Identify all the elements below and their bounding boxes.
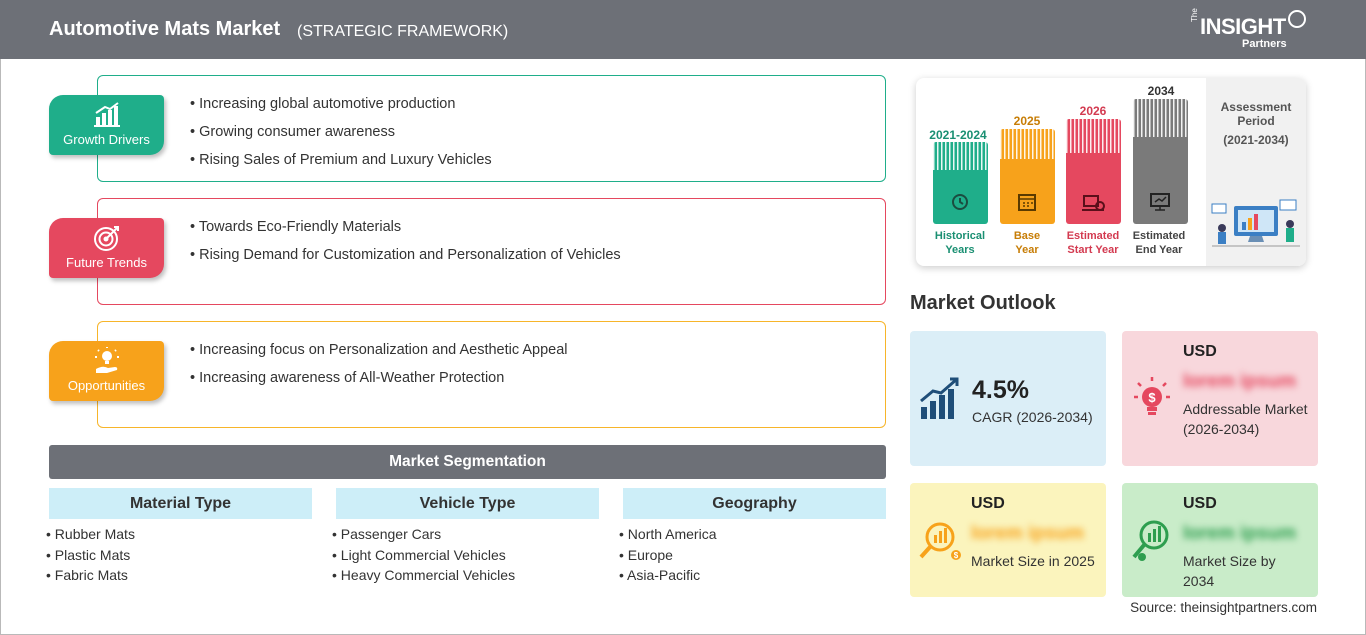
- lightbulb-dollar-icon: $: [1132, 375, 1178, 421]
- opportunities-box: Increasing focus on Personalization and …: [97, 321, 886, 428]
- calendar-icon: [1014, 192, 1040, 212]
- insight-partners-logo: The INSIGHT Partners: [1190, 8, 1310, 54]
- svg-text:$: $: [954, 551, 959, 560]
- list-item: Rubber Mats: [46, 526, 312, 547]
- opportunities-list: Increasing focus on Personalization and …: [190, 342, 568, 398]
- list-item: Asia-Pacific: [619, 567, 886, 588]
- end-year-bar: [1133, 99, 1188, 224]
- market-segmentation-bar: Market Segmentation: [49, 445, 886, 479]
- list-item: Increasing awareness of All-Weather Prot…: [190, 370, 568, 398]
- addressable-market-card: $ USD lorem ipsum Addressable Market (20…: [1122, 331, 1318, 466]
- cagr-card: 4.5% CAGR (2026-2034): [910, 331, 1106, 466]
- card-description: Addressable Market (2026-2034): [1183, 401, 1308, 437]
- logo-brand: INSIGHT: [1200, 14, 1286, 39]
- source-note: Source: theinsightpartners.com: [1130, 600, 1317, 615]
- base-year-bar: [1000, 129, 1055, 224]
- usd-label: USD: [1183, 343, 1217, 360]
- historical-bar: [933, 142, 988, 224]
- lightbulb-hand-icon: [49, 347, 164, 380]
- logo-ring-icon: [1288, 10, 1306, 28]
- segment-header: Material Type: [49, 488, 312, 519]
- logo-the: The: [1190, 8, 1199, 22]
- list-item: Towards Eco-Friendly Materials: [190, 219, 621, 247]
- list-item: Passenger Cars: [332, 526, 599, 547]
- market-size-2034-card: USD lorem ipsum Market Size by 2034: [1122, 483, 1318, 597]
- list-item: Europe: [619, 547, 886, 568]
- list-item: Heavy Commercial Vehicles: [332, 567, 599, 588]
- market-size-2025-card: $ USD lorem ipsum Market Size in 2025: [910, 483, 1106, 597]
- growth-chart-icon: [49, 101, 164, 132]
- list-item: Rising Sales of Premium and Luxury Vehic…: [190, 152, 492, 180]
- page-subtitle: (STRATEGIC FRAMEWORK): [297, 23, 509, 40]
- blurred-value: lorem ipsum: [971, 523, 1084, 544]
- usd-label: USD: [971, 495, 1005, 512]
- list-item: Fabric Mats: [46, 567, 312, 588]
- growth-drivers-badge: Growth Drivers: [49, 95, 164, 155]
- segment-list: Passenger Cars Light Commercial Vehicles…: [332, 526, 599, 588]
- timeline-year: 2026: [1079, 104, 1107, 118]
- segment-header: Geography: [623, 488, 886, 519]
- card-description: Market Size by 2034: [1183, 553, 1276, 589]
- future-trends-badge: Future Trends: [49, 218, 164, 278]
- start-icon: [1080, 192, 1106, 212]
- logo-partners: Partners: [1242, 38, 1287, 50]
- timeline-year: 2021-2024: [929, 128, 987, 142]
- card-description: Market Size in 2025: [971, 553, 1095, 569]
- list-item: Increasing global automotive production: [190, 96, 492, 124]
- segment-list: Rubber Mats Plastic Mats Fabric Mats: [46, 526, 312, 588]
- future-trends-box: Towards Eco-Friendly Materials Rising De…: [97, 198, 886, 305]
- page-title: Automotive Mats Market: [49, 18, 281, 40]
- target-icon: [49, 224, 164, 257]
- opportunities-badge: Opportunities: [49, 341, 164, 401]
- cagr-value: 4.5%: [972, 376, 1029, 404]
- svg-text:$: $: [1148, 390, 1156, 405]
- growth-bar-chart-icon: [919, 377, 961, 426]
- header-bar: Automotive Mats Market (STRATEGIC FRAMEW…: [0, 0, 1366, 59]
- growth-drivers-list: Increasing global automotive production …: [190, 96, 492, 180]
- future-trends-list: Towards Eco-Friendly Materials Rising De…: [190, 219, 621, 275]
- history-icon: [947, 192, 973, 212]
- list-item: North America: [619, 526, 886, 547]
- future-trends-label: Future Trends: [66, 255, 147, 270]
- opportunities-label: Opportunities: [67, 378, 146, 393]
- magnifier-chart-icon: $: [918, 517, 964, 563]
- segment-vehicle-type: Vehicle Type Passenger Cars Light Commer…: [336, 488, 599, 588]
- analyst-illustration-icon: [1210, 196, 1302, 257]
- list-item: Growing consumer awareness: [190, 124, 492, 152]
- segment-list: North America Europe Asia-Pacific: [619, 526, 886, 588]
- blurred-value: lorem ipsum: [1183, 371, 1296, 392]
- assessment-period: (2021-2034): [1223, 133, 1289, 147]
- blurred-value: lorem ipsum: [1183, 523, 1296, 544]
- start-year-bar: [1066, 119, 1121, 224]
- growth-drivers-label: Growth Drivers: [63, 132, 150, 147]
- list-item: Plastic Mats: [46, 547, 312, 568]
- cagr-label: CAGR (2026-2034): [972, 409, 1093, 425]
- segment-geography: Geography North America Europe Asia-Paci…: [623, 488, 886, 588]
- market-outlook-title: Market Outlook: [910, 292, 1056, 314]
- monitor-icon: [1147, 192, 1173, 212]
- segment-header: Vehicle Type: [336, 488, 599, 519]
- list-item: Rising Demand for Customization and Pers…: [190, 247, 621, 275]
- magnifier-growth-icon: [1130, 517, 1176, 563]
- timeline-year: 2034: [1147, 84, 1175, 98]
- segment-material-type: Material Type Rubber Mats Plastic Mats F…: [49, 488, 312, 588]
- list-item: Increasing focus on Personalization and …: [190, 342, 567, 370]
- list-item: Light Commercial Vehicles: [332, 547, 599, 568]
- usd-label: USD: [1183, 495, 1217, 512]
- growth-drivers-box: Increasing global automotive production …: [97, 75, 886, 182]
- timeline-year: 2025: [1013, 114, 1041, 128]
